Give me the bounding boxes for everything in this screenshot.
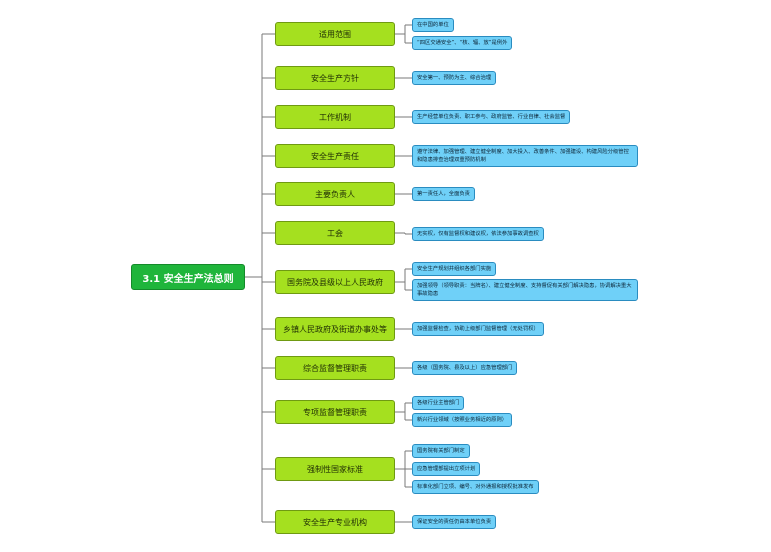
leaf-mandatory-national-standard-2[interactable]: 应急管理部提出立项计划 — [412, 462, 481, 476]
leaf-comprehensive-supervision-1[interactable]: 各级（国务院、县及以上）应急管理部门 — [412, 361, 518, 375]
branch-township-government[interactable]: 乡镇人民政府及街道办事处等 — [275, 317, 395, 341]
leaf-professional-safety-agency-1[interactable]: 保证安全的责任仍由本单位负责 — [412, 515, 497, 529]
root-node[interactable]: 3.1 安全生产法总则 — [131, 264, 245, 290]
branch-safety-policy[interactable]: 安全生产方针 — [275, 66, 395, 90]
leaf-safety-responsibility-1[interactable]: 遵守法律、加强管理、建立健全制度、加大投入、改善条件、加强建设、构建风险分级管控… — [412, 145, 638, 167]
leaf-trade-union-1[interactable]: 无实权，仅有监督权和建议权，依法参加事故调查权 — [412, 227, 544, 241]
leaf-special-supervision-2[interactable]: 新兴行业领域（按照业务相近的原则） — [412, 413, 513, 427]
branch-comprehensive-supervision[interactable]: 综合监督管理职责 — [275, 356, 395, 380]
branch-trade-union[interactable]: 工会 — [275, 221, 395, 245]
leaf-mandatory-national-standard-3[interactable]: 标准化部门立项、编号、对外通报和授权批准发布 — [412, 480, 539, 494]
leaf-mandatory-national-standard-1[interactable]: 国务院有关部门制定 — [412, 444, 470, 458]
branch-principal-leader[interactable]: 主要负责人 — [275, 182, 395, 206]
branch-mandatory-national-standard[interactable]: 强制性国家标准 — [275, 457, 395, 481]
branch-work-mechanism[interactable]: 工作机制 — [275, 105, 395, 129]
leaf-state-council-government-2[interactable]: 加强领导（领导职责：当牌名）、建立健全制度、支持督促有关部门解决隐患，协调解决重… — [412, 279, 638, 301]
leaf-principal-leader-1[interactable]: 第一责任人，全面负责 — [412, 187, 475, 201]
branch-professional-safety-agency[interactable]: 安全生产专业机构 — [275, 510, 395, 534]
leaf-special-supervision-1[interactable]: 各级行业主管部门 — [412, 396, 465, 410]
branch-special-supervision[interactable]: 专项监督管理职责 — [275, 400, 395, 424]
leaf-state-council-government-1[interactable]: 安全生产规划并组织各部门实施 — [412, 262, 497, 276]
branch-safety-responsibility[interactable]: 安全生产责任 — [275, 144, 395, 168]
leaf-township-government-1[interactable]: 加强监督检查，协助上级部门监督管理（无处罚权） — [412, 322, 544, 336]
branch-scope[interactable]: 适用范围 — [275, 22, 395, 46]
leaf-scope-1[interactable]: 在中国的单位 — [412, 18, 454, 32]
leaf-scope-2[interactable]: “四区交通安全”、“核、辐、放”是例外 — [412, 36, 513, 50]
leaf-safety-policy-1[interactable]: 安全第一、预防为主、综合治理 — [412, 71, 497, 85]
leaf-work-mechanism-1[interactable]: 生产经营单位负责、职工参与、政府监管、行业自律、社会监督 — [412, 110, 571, 124]
branch-state-council-government[interactable]: 国务院及县级以上人民政府 — [275, 270, 395, 294]
